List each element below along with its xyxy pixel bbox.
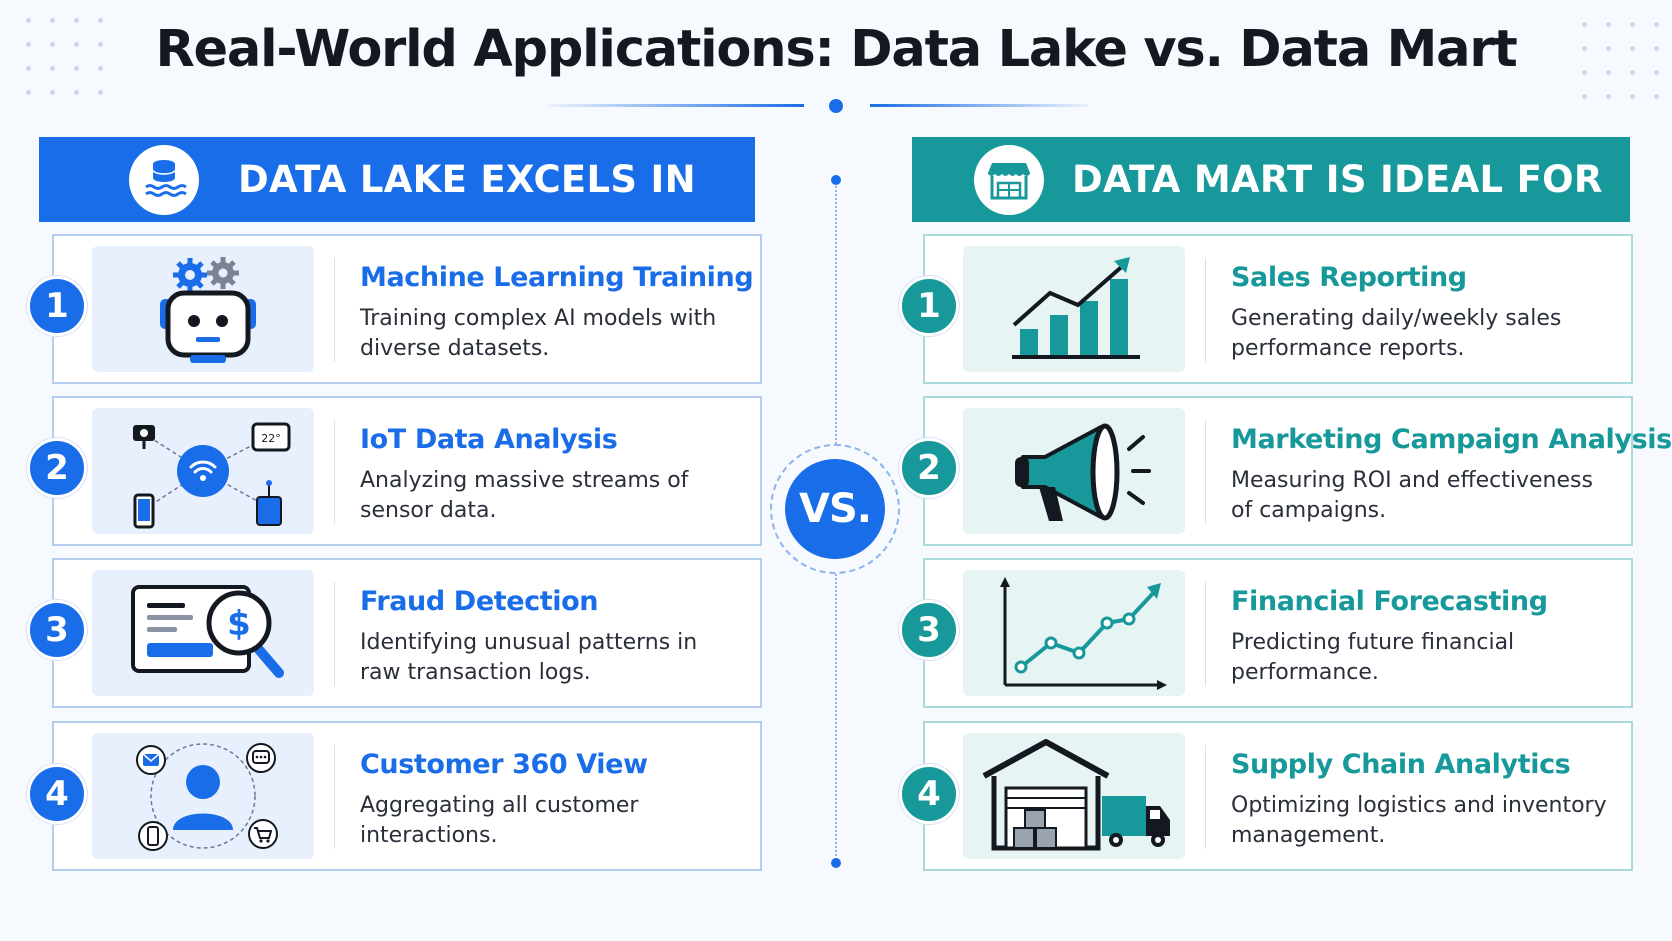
lake-card-2-desc: Analyzing massive streams of sensor data…	[360, 468, 689, 523]
title-underline-right	[870, 104, 1088, 107]
mart-card-2: Marketing Campaign Analysis Measuring RO…	[923, 396, 1672, 546]
card-divider	[334, 258, 335, 362]
lake-card-4-title: Customer 360 View	[360, 749, 648, 780]
lake-card-1: Machine Learning Training Training compl…	[52, 234, 762, 384]
mart-card-3-desc: Predicting future financial performance.	[1231, 630, 1515, 685]
data-mart-header-label: DATA MART IS IDEAL FOR	[1072, 158, 1603, 201]
mart-card-3: Financial Forecasting Predicting future …	[923, 558, 1633, 708]
mart-card-1: Sales Reporting Generating daily/weekly …	[923, 234, 1633, 384]
lake-card-1-desc: Training complex AI models with diverse …	[360, 306, 717, 361]
lake-card-3-desc: Identifying unusual patterns in raw tran…	[360, 630, 698, 685]
iot-network-icon: 22°	[92, 408, 314, 534]
customer-360-icon	[92, 733, 314, 859]
mart-card-4: Supply Chain Analytics Optimizing logist…	[923, 721, 1633, 871]
lake-card-1-title: Machine Learning Training	[360, 262, 754, 293]
mart-number-1: 1	[899, 276, 959, 336]
lake-card-3: $ Fraud Detection Identifying unusual pa…	[52, 558, 762, 708]
mart-card-2-title: Marketing Campaign Analysis	[1231, 424, 1672, 455]
data-lake-header-label: DATA LAKE EXCELS IN	[238, 158, 696, 201]
mart-number-3: 3	[899, 600, 959, 660]
lake-card-3-title: Fraud Detection	[360, 586, 599, 617]
mart-card-3-title: Financial Forecasting	[1231, 586, 1548, 617]
lake-card-2-title: IoT Data Analysis	[360, 424, 618, 455]
warehouse-truck-icon	[963, 733, 1185, 859]
mart-number-4: 4	[899, 764, 959, 824]
storefront-icon	[974, 145, 1044, 215]
mart-number-2: 2	[899, 438, 959, 498]
card-divider	[1205, 582, 1206, 686]
page-title: Real-World Applications: Data Lake vs. D…	[155, 20, 1517, 79]
card-divider	[1205, 258, 1206, 362]
decorative-dots-right	[1582, 22, 1659, 99]
card-divider	[1205, 745, 1206, 849]
card-divider	[334, 745, 335, 849]
robot-gears-icon	[92, 246, 314, 372]
card-divider	[334, 420, 335, 524]
center-divider-dot-bottom	[831, 858, 841, 868]
card-divider	[334, 582, 335, 686]
title-underline-left	[548, 104, 804, 107]
decorative-dots-left	[26, 18, 103, 95]
center-divider-dot-top	[831, 175, 841, 185]
fraud-magnifier-icon: $	[92, 570, 314, 696]
data-mart-header: DATA MART IS IDEAL FOR	[912, 137, 1630, 222]
lake-card-2: 22° IoT Data Analysis Analyzing massive …	[52, 396, 762, 546]
data-lake-header: DATA LAKE EXCELS IN	[39, 137, 755, 222]
bar-chart-growth-icon	[963, 246, 1185, 372]
card-divider	[1205, 420, 1206, 524]
line-chart-forecast-icon	[963, 570, 1185, 696]
mart-card-1-title: Sales Reporting	[1231, 262, 1467, 293]
lake-number-4: 4	[27, 764, 87, 824]
lake-number-1: 1	[27, 276, 87, 336]
lake-number-3: 3	[27, 600, 87, 660]
mart-card-4-desc: Optimizing logistics and inventory manag…	[1231, 793, 1607, 848]
lake-card-4-desc: Aggregating all customer interactions.	[360, 793, 639, 848]
svg-text:22°: 22°	[261, 432, 281, 445]
mart-card-4-title: Supply Chain Analytics	[1231, 749, 1571, 780]
title-underline-dot	[829, 99, 843, 113]
lake-card-4: Customer 360 View Aggregating all custom…	[52, 721, 762, 871]
vs-badge: VS.	[785, 459, 885, 559]
megaphone-icon	[963, 408, 1185, 534]
mart-card-1-desc: Generating daily/weekly sales performanc…	[1231, 306, 1562, 361]
lake-number-2: 2	[27, 438, 87, 498]
mart-card-2-desc: Measuring ROI and effectiveness of campa…	[1231, 468, 1593, 523]
svg-text:$: $	[227, 604, 251, 644]
database-waves-icon	[129, 145, 199, 215]
